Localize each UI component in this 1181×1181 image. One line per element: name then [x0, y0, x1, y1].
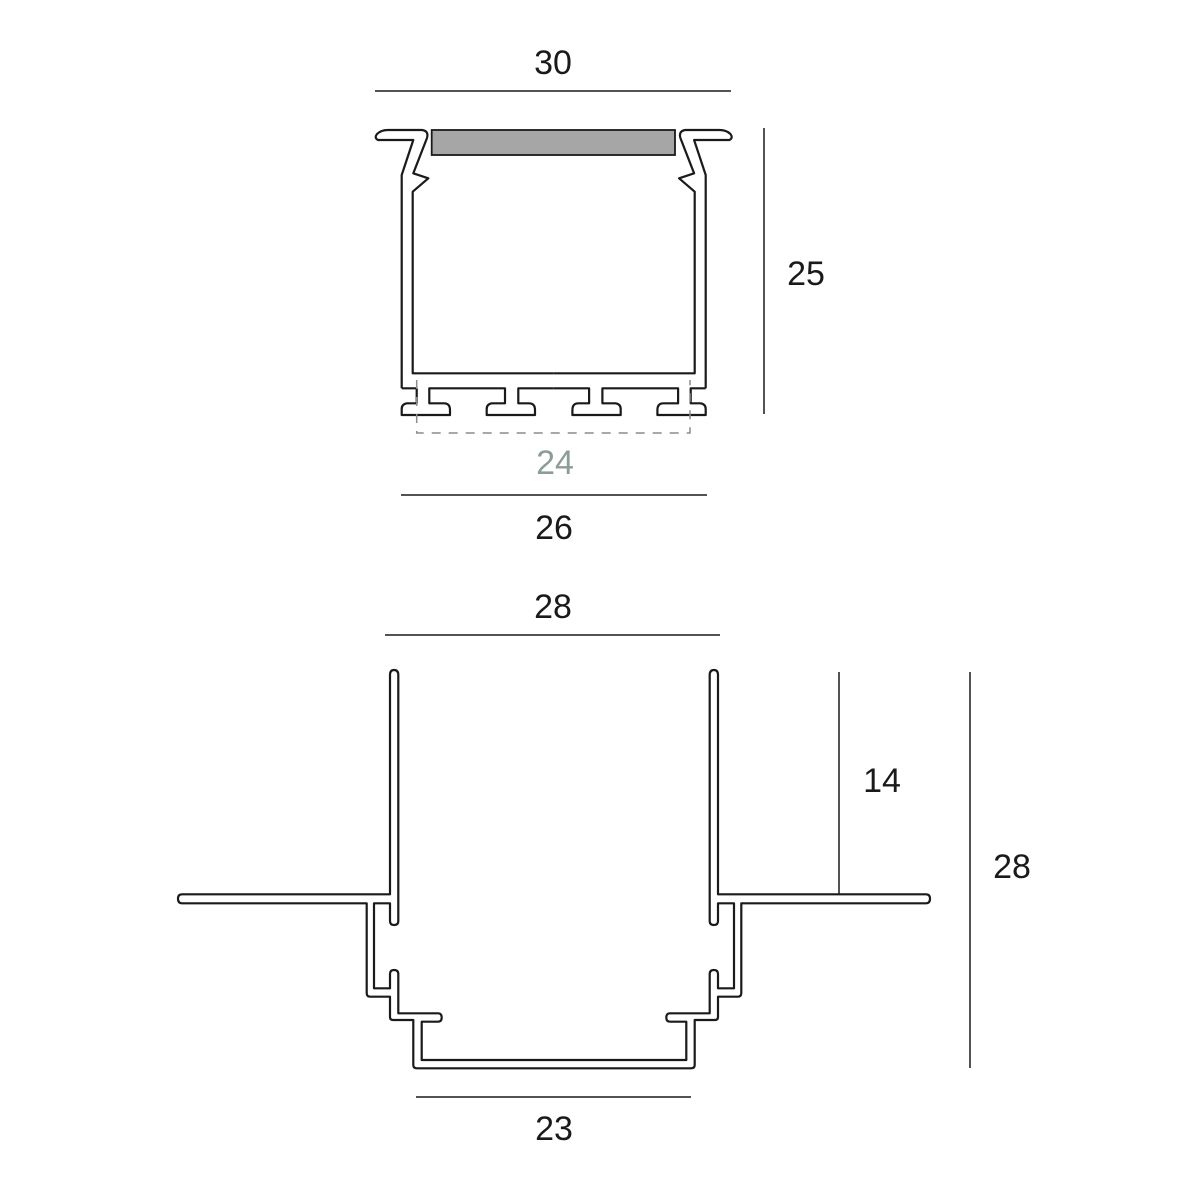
top-profile: 30 25 24 26	[374, 44, 825, 547]
dimension-label-28-width: 28	[534, 588, 572, 626]
bottom-profile-left-half	[176, 668, 554, 1070]
dimension-label-25: 25	[787, 255, 825, 293]
bottom-profile-right-half	[554, 668, 932, 1070]
top-profile-right-half	[553, 128, 733, 417]
dimension-label-30: 30	[534, 44, 572, 82]
inner-width-dashed-outline	[415, 380, 691, 434]
dimension-label-24: 24	[536, 444, 574, 482]
dimension-label-26: 26	[535, 509, 573, 547]
dimension-label-23: 23	[535, 1110, 573, 1148]
diffuser-cover	[430, 129, 676, 156]
dimension-label-14: 14	[863, 762, 901, 800]
top-profile-left-half	[374, 128, 554, 417]
dimension-label-28-height: 28	[993, 848, 1031, 886]
bottom-profile: 28 14 28 23	[176, 588, 1031, 1148]
